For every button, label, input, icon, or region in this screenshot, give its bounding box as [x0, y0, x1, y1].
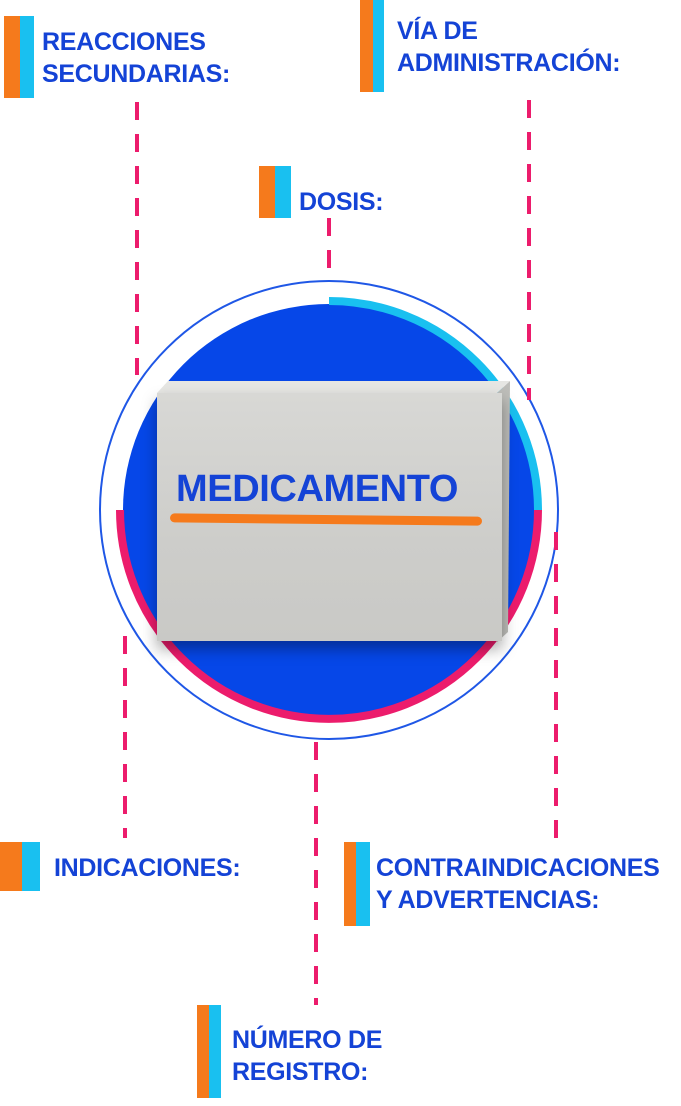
bar-marker-dosis: [259, 166, 291, 218]
outer-ring: [99, 280, 559, 740]
label-numero-registro: NÚMERO DE REGISTRO:: [232, 1024, 382, 1088]
box-top: [157, 381, 510, 393]
bar-markers: [0, 0, 384, 1098]
label-reacciones-secundarias: REACCIONES SECUNDARIAS:: [42, 26, 230, 90]
label-dosis-line-1: DOSIS:: [299, 188, 384, 216]
label-via-line-2: ADMINISTRACIÓN:: [397, 49, 621, 77]
bar-marker-reacciones: [4, 16, 34, 98]
connector-lines: [123, 100, 558, 1005]
label-reacciones-line-2: SECUNDARIAS:: [42, 60, 231, 88]
bar-marker-via: [360, 0, 384, 92]
bar-marker-registro: [197, 1005, 221, 1098]
bar-marker-contraindicaciones: [344, 842, 370, 926]
cyan-arc: [328, 297, 542, 511]
label-via-administracion: VÍA DE ADMINISTRACIÓN:: [397, 15, 621, 79]
magenta-arc: [116, 509, 542, 723]
label-contraindicaciones-line-1: CONTRAINDICACIONES: [376, 854, 660, 882]
label-via-line-1: VÍA DE: [397, 17, 478, 45]
label-reacciones-line-1: REACCIONES: [42, 28, 206, 56]
label-indicaciones: INDICACIONES:: [54, 852, 241, 884]
bar-marker-indicaciones: [0, 842, 40, 891]
label-registro-line-2: REGISTRO:: [232, 1058, 369, 1086]
label-indicaciones-line-1: INDICACIONES:: [54, 854, 241, 882]
medicine-box-title: MEDICAMENTO: [176, 468, 459, 510]
label-contraindicaciones: CONTRAINDICACIONES Y ADVERTENCIAS:: [376, 852, 660, 916]
label-contraindicaciones-line-2: Y ADVERTENCIAS:: [376, 886, 600, 914]
label-registro-line-1: NÚMERO DE: [232, 1026, 383, 1054]
label-dosis: DOSIS:: [299, 186, 384, 218]
